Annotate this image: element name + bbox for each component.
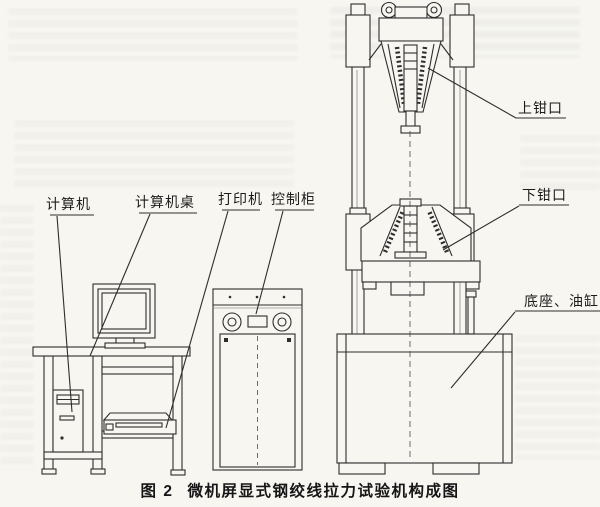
figure-title: 微机屏显式钢绞线拉力试验机构成图 — [187, 483, 460, 500]
computer-tower — [52, 389, 84, 453]
upper-grip-jaws — [380, 40, 442, 134]
cabinet-knob-left — [222, 312, 242, 332]
cabinet-display — [247, 315, 268, 328]
lower-crosshead — [345, 198, 481, 296]
level-rod — [465, 290, 477, 335]
computer-desk-drawing — [32, 283, 191, 476]
callout-control-cabinet: 控制柜 — [271, 191, 316, 207]
figure-caption: 图 2 微机屏显式钢绞线拉力试验机构成图 — [0, 479, 600, 501]
control-cabinet-drawing — [212, 288, 303, 471]
callout-printer: 打印机 — [218, 191, 263, 207]
cabinet-knob-right — [272, 312, 292, 332]
callout-upper-grip: 上钳口 — [518, 100, 563, 116]
callout-base-oil: 底座、油缸 — [524, 293, 599, 309]
callout-computer: 计算机 — [46, 196, 91, 212]
callout-leader-lines — [50, 67, 600, 429]
callout-lower-grip: 下钳口 — [522, 187, 567, 203]
machine-base — [336, 333, 513, 475]
callout-computer-desk: 计算机桌 — [135, 194, 195, 210]
figure-number: 图 2 — [140, 483, 174, 500]
upper-crosshead — [345, 1, 475, 68]
crt-monitor — [92, 283, 156, 349]
cabinet-doors — [219, 333, 296, 468]
testing-machine-drawing — [336, 1, 513, 475]
printer-drawing — [102, 412, 177, 435]
